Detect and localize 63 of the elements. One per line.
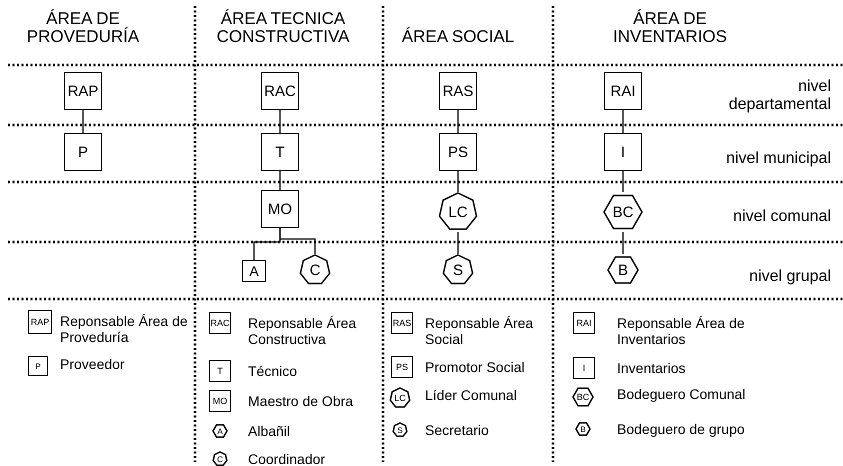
connector-line (457, 171, 459, 192)
connector-line (622, 232, 624, 254)
connector-line (279, 228, 316, 254)
legend-symbol: A (212, 423, 228, 439)
legend-symbol: C (212, 451, 228, 466)
level-label: nivel departamental (728, 78, 831, 114)
column-header: ÁREA TECNICA CONSTRUCTIVA (216, 10, 350, 46)
legend-symbol: P (28, 356, 48, 376)
legend-symbol: LC (389, 387, 411, 409)
level-label: nivel grupal (748, 268, 831, 286)
legend-text: Reponsable Área Social (425, 315, 534, 347)
connector-line (279, 110, 281, 133)
role-box: RAI (604, 72, 642, 110)
role-box: PS (439, 133, 477, 171)
role-box: P (64, 133, 102, 171)
legend-symbol: RAP (28, 310, 52, 334)
legend-text: Reponsable Área Constructiva (248, 315, 358, 347)
column-header: ÁREA DE PROVEDURÍA (26, 10, 140, 46)
legend-symbol: PS (391, 356, 413, 378)
legend-symbol: B (575, 421, 591, 437)
legend-text: Secretario (425, 422, 490, 438)
role-box: T (261, 133, 299, 171)
role-box: RAP (64, 72, 102, 110)
legend-symbol: RAC (209, 312, 231, 334)
role-box: MO (261, 190, 299, 228)
legend-symbol: RAS (391, 312, 413, 334)
legend-text: Coordinador (248, 451, 326, 466)
heptagon-node: C (299, 254, 331, 286)
role-box: A (242, 260, 266, 282)
legend-text: Reponsable Área de Proveduría (60, 313, 189, 345)
legend-text: Reponsable Área de Inventarios (617, 315, 746, 347)
legend-text: Técnico (248, 363, 298, 379)
legend-symbol: RAI (573, 312, 595, 334)
legend-text: Líder Comunal (425, 387, 518, 403)
connector-line (457, 110, 459, 133)
hexagon-node: BC (603, 192, 643, 232)
column-header: ÁREA SOCIAL (400, 28, 516, 46)
legend-symbol: MO (209, 390, 231, 412)
legend-text: Bodeguero Comunal (617, 386, 746, 402)
connector-line (622, 110, 624, 133)
role-box: RAS (439, 72, 477, 110)
legend-text: Inventarios (617, 360, 686, 376)
role-box: RAC (261, 72, 299, 110)
connector-line (82, 110, 84, 133)
connector-line (622, 171, 624, 192)
level-label: nivel comunal (732, 208, 831, 226)
legend-symbol: S (392, 422, 408, 438)
legend-text: Albañil (248, 423, 292, 439)
heptagon-node: LC (438, 192, 478, 232)
role-box: I (604, 133, 642, 171)
connector-line (457, 232, 459, 254)
legend-text: Maestro de Obra (248, 393, 354, 409)
legend-text: Bodeguero de grupo (617, 421, 746, 437)
legend-symbol: I (573, 357, 595, 379)
heptagon-node: S (442, 254, 474, 286)
column-header: ÁREA DE INVENTARIOS (612, 10, 728, 46)
legend-text: Proveedor (60, 356, 126, 372)
level-label: nivel municipal (725, 150, 831, 168)
connector-line (279, 171, 281, 190)
legend-symbol: T (209, 360, 231, 382)
legend-symbol: BC (572, 386, 594, 408)
hexagon-node: B (607, 254, 639, 286)
legend-text: Promotor Social (425, 359, 526, 375)
